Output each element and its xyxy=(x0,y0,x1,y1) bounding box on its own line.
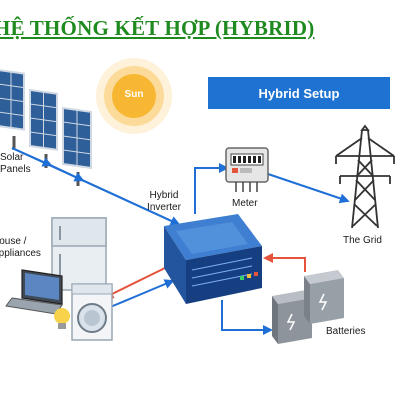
sun-label: Sun xyxy=(124,89,144,100)
hybrid-setup-banner: Hybrid Setup xyxy=(208,77,390,109)
meter-label: Meter xyxy=(232,198,258,209)
solar-panels-label-line-1: Solar xyxy=(0,152,24,163)
solar-panels-label-line-2: Panels xyxy=(0,164,31,175)
sun-icon xyxy=(96,58,172,134)
house-appliances-label-line-2: Appliances xyxy=(0,248,41,259)
laptop-icon xyxy=(5,269,63,315)
meter-icon xyxy=(225,147,269,192)
battery-icon xyxy=(304,270,344,324)
flow-line-inverter-batteries xyxy=(221,300,273,335)
solar-panel-icon xyxy=(62,106,92,186)
solar-panels-label: Solar Panels xyxy=(0,152,31,176)
house-appliances-label: House / Appliances xyxy=(0,236,41,260)
solar-panel-icon xyxy=(0,68,25,150)
flow-line-batteries-inverter xyxy=(263,253,306,272)
flow-line-inverter-meter xyxy=(194,163,229,214)
fridge-icon xyxy=(51,217,107,291)
flow-line-inverter-house xyxy=(103,267,166,299)
hybrid-inverter-label-line-1: Hybrid xyxy=(149,190,179,201)
battery-icon xyxy=(272,290,312,344)
page-title: HỆ THỐNG KẾT HỢP (HYBRID) xyxy=(0,16,315,40)
inverter-icon xyxy=(164,214,262,304)
hybrid-inverter-label: Hybrid Inverter xyxy=(136,190,192,214)
flow-line-meter-grid xyxy=(267,173,350,204)
flow-line-house-inverter xyxy=(107,279,175,309)
washer-icon xyxy=(71,283,113,341)
house-appliances-label-line-1: House / xyxy=(0,236,27,247)
flow-line-panels-inverter xyxy=(11,147,181,226)
the-grid-label: The Grid xyxy=(343,235,382,246)
pylon-icon xyxy=(335,124,395,229)
bulb-icon xyxy=(54,308,70,329)
batteries-label: Batteries xyxy=(326,326,366,337)
hybrid-inverter-label-line-2: Inverter xyxy=(147,202,181,213)
solar-panel-icon xyxy=(29,88,58,168)
